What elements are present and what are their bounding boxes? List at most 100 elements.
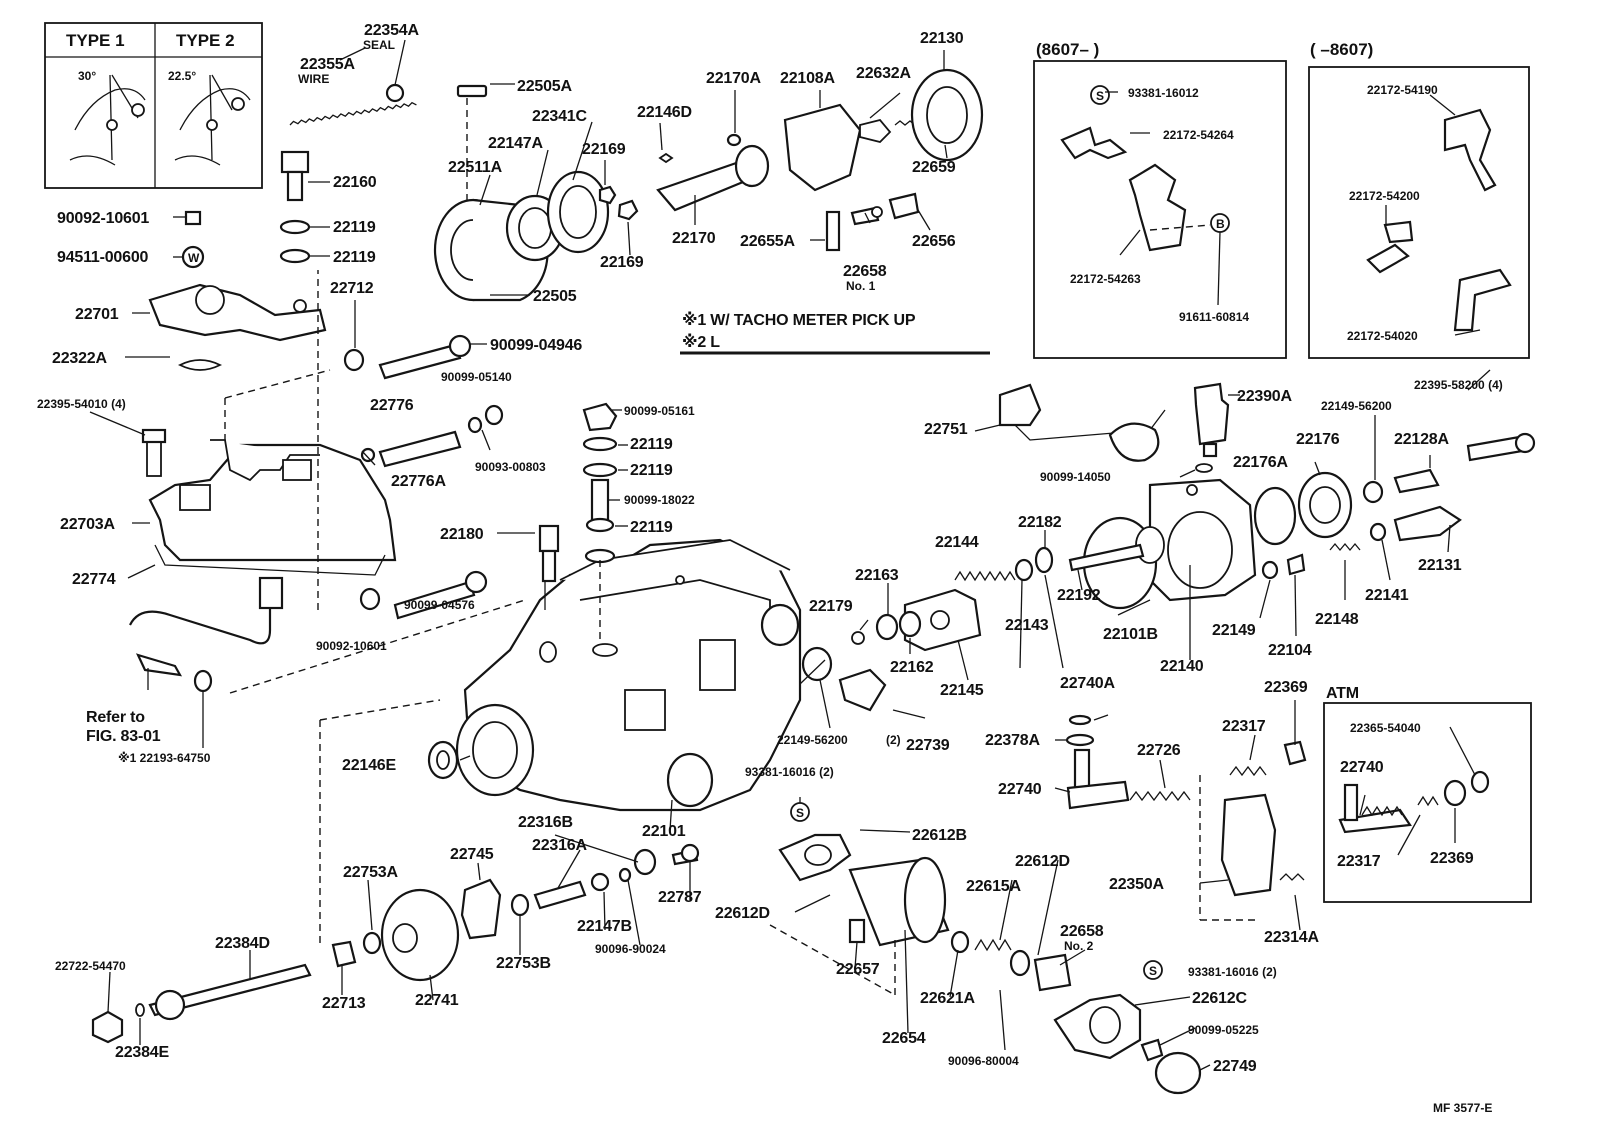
part-label: (2) [886,733,901,747]
lower-drive-group [91,699,1202,1095]
part-label: 22776A [391,473,446,490]
throttle-lever-group [148,283,487,380]
part-label: 22101 [642,823,686,840]
inset-old-type: ( –8607) [1308,40,1530,359]
part-label: 90092-10601 [316,639,387,653]
part-labels: 22354A SEAL 22355A WIRE 22505A 22160 221… [37,22,1503,1115]
type2-label: TYPE 2 [176,31,235,50]
part-label: 22365-54040 [1350,721,1421,735]
part-label: 22350A [1109,876,1164,893]
type1-angle: 30° [78,69,96,83]
part-label: 22703A [60,516,115,533]
part-label: 22322A [52,350,107,367]
part-label: 22632A [856,65,911,82]
part-label: 22612B [912,827,967,844]
part-label: 22739 [906,737,950,754]
part-label: 22341C [532,108,587,125]
part-label: 22316B [518,814,573,831]
part-label: 93381-16012 [1128,86,1199,100]
part-label: 22101B [1103,626,1158,643]
part-label: No. 2 [1064,939,1094,953]
part-label: 90096-80004 [948,1054,1019,1068]
part-label: 90099-04946 [490,337,582,354]
part-label: 22787 [658,889,702,906]
pump-housing [455,538,802,812]
part-label: 22146D [637,104,692,121]
part-label: 91611-60814 [1179,310,1249,324]
note-tacho: ※1 W/ TACHO METER PICK UP [682,311,916,329]
part-label: 22658 [843,263,887,280]
svg-text:S: S [1149,964,1157,978]
part-label: 90096-90024 [595,942,666,956]
part-label: 22172-54190 [1367,83,1438,97]
part-label: 22182 [1018,514,1062,531]
part-label: 22170A [706,70,761,87]
part-label: 93381-16016 (2) [745,765,834,779]
inset-new-type: (8607– ) S B [1033,40,1287,359]
part-label: 22741 [415,992,459,1009]
part-label: 22149-56200 [777,733,848,747]
part-label: 22369 [1264,679,1308,696]
part-label: 22192 [1057,587,1101,604]
delivery-valve-stack [538,402,618,640]
part-label: 22179 [809,598,853,615]
part-label: 90099-05161 [624,404,695,418]
part-label: 22172-54020 [1347,329,1418,343]
part-label: 22712 [330,280,374,297]
fuel-cut-solenoid-group [998,382,1230,473]
part-label: 22119 [333,219,376,236]
part-label: 22180 [440,526,484,543]
part-label: 90099-14050 [1040,470,1111,484]
part-label: 22317 [1222,718,1266,735]
atm-box: ATM [1323,685,1532,903]
part-label: 22378A [985,732,1040,749]
part-label: 22176 [1296,431,1340,448]
part-label: 90093-00803 [475,460,546,474]
part-label: 22317 [1337,853,1381,870]
part-label: 22172-54264 [1163,128,1234,142]
seal-wire-group: W [181,39,417,269]
timer-group [1065,714,1307,921]
part-label: 22169 [582,141,626,158]
part-label: 22141 [1365,587,1409,604]
inset-new-header: (8607– ) [1036,40,1099,59]
part-label: 22657 [836,961,880,978]
part-label: 22505A [517,78,572,95]
fastening-bolts-group [360,404,504,468]
part-label: ※1 22193-64750 [118,751,211,765]
part-label: 22753A [343,864,398,881]
part-label: 22160 [333,174,377,191]
part-label: 22355A [300,56,355,73]
part-label: 22511A [448,159,503,176]
part-label: 22172-54200 [1349,189,1420,203]
part-label: 22176A [1233,454,1288,471]
part-label: 22140 [1160,658,1204,675]
part-label: 22776 [370,397,414,414]
part-label: SEAL [363,38,395,52]
part-label: 22505 [533,288,577,305]
part-label: FIG. 83-01 [86,728,161,745]
leader-lines [89,47,1491,1071]
part-label: 22395-58200 (4) [1414,378,1503,392]
feed-pump-cover-group [129,270,526,694]
part-label: 22147B [577,918,632,935]
part-label: 22145 [940,682,984,699]
part-label: 22146E [342,757,396,774]
part-label: 94511-00600 [57,249,149,266]
part-label: 22655A [740,233,795,250]
note-l: ※2 L [682,333,720,351]
part-label: 22740A [1060,675,1115,692]
part-label: 22713 [322,995,366,1012]
part-label: 22749 [1213,1058,1257,1075]
part-label: No. 1 [846,279,876,293]
part-label: 22621A [920,990,975,1007]
part-label: 22169 [600,254,644,271]
type-comparison-box: TYPE 1 TYPE 2 30° 22.5° [44,22,263,189]
part-label: 93381-16016 (2) [1188,965,1277,979]
part-label: 22615A [966,878,1021,895]
part-label: 22658 [1060,923,1104,940]
type1-label: TYPE 1 [66,31,125,50]
part-label: 22774 [72,571,116,588]
part-label: 22163 [855,567,899,584]
part-label: Refer to [86,709,145,726]
